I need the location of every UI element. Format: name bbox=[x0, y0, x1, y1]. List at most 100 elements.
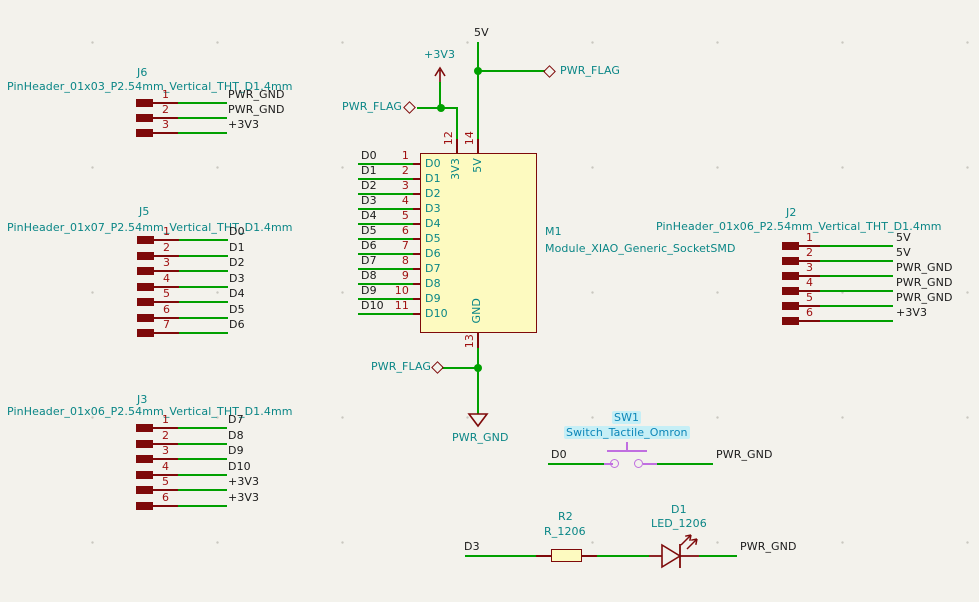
net-label[interactable]: +3V3 bbox=[896, 306, 928, 319]
5v-wire[interactable] bbox=[477, 42, 479, 139]
wire[interactable] bbox=[358, 193, 413, 195]
wire[interactable] bbox=[820, 290, 893, 292]
module-m1-body[interactable] bbox=[420, 153, 537, 333]
pwr-flag-wire[interactable] bbox=[479, 70, 545, 72]
wire[interactable] bbox=[358, 313, 413, 315]
wire[interactable] bbox=[179, 332, 228, 334]
pin-pad[interactable] bbox=[136, 114, 153, 122]
wire[interactable] bbox=[178, 458, 227, 460]
net-label[interactable]: PWR_GND bbox=[716, 448, 773, 461]
net-label[interactable]: D0 bbox=[229, 225, 245, 238]
net-label[interactable]: D6 bbox=[229, 318, 245, 331]
pwr-gnd-symbol-icon[interactable] bbox=[467, 413, 489, 428]
wire[interactable] bbox=[178, 473, 227, 476]
net-label[interactable]: D9 bbox=[228, 444, 244, 457]
pin-pad[interactable] bbox=[782, 242, 799, 250]
5v-net-label[interactable]: 5V bbox=[474, 26, 489, 39]
net-label[interactable]: +3V3 bbox=[228, 490, 260, 504]
wire[interactable] bbox=[179, 285, 228, 288]
m1-reference[interactable]: M1 bbox=[545, 225, 562, 238]
net-label[interactable]: D4 bbox=[361, 209, 377, 222]
pwr-flag-icon[interactable] bbox=[431, 361, 444, 374]
pwr-gnd-label[interactable]: PWR_GND bbox=[452, 431, 509, 444]
wire[interactable] bbox=[820, 320, 893, 322]
pwr-flag-wire[interactable] bbox=[417, 107, 439, 109]
wire[interactable] bbox=[358, 163, 413, 165]
wire[interactable] bbox=[179, 316, 228, 319]
pin-pad[interactable] bbox=[137, 267, 154, 275]
net-label[interactable]: D1 bbox=[361, 164, 377, 177]
pin-pad[interactable] bbox=[782, 287, 799, 295]
wire[interactable] bbox=[820, 260, 893, 262]
wire[interactable] bbox=[178, 489, 227, 491]
pin-pad[interactable] bbox=[782, 317, 799, 325]
net-label[interactable]: D3 bbox=[361, 194, 377, 207]
net-label[interactable]: D4 bbox=[229, 287, 245, 300]
net-label[interactable]: D9 bbox=[361, 284, 377, 297]
pin-pad[interactable] bbox=[136, 99, 153, 107]
net-label[interactable]: PWR_GND bbox=[896, 276, 953, 289]
switch-bar[interactable] bbox=[607, 450, 647, 452]
switch-contact[interactable] bbox=[634, 459, 643, 468]
pin-pad[interactable] bbox=[136, 455, 153, 463]
pin-pad[interactable] bbox=[137, 251, 154, 260]
pwr-flag-icon[interactable] bbox=[403, 101, 416, 114]
net-label[interactable]: PWR_GND bbox=[740, 540, 797, 553]
sw1-value[interactable]: Switch_Tactile_Omron bbox=[564, 426, 690, 439]
pin-pad[interactable] bbox=[782, 302, 799, 310]
resistor-body[interactable] bbox=[551, 549, 582, 562]
3v3-power-arrow-icon[interactable] bbox=[432, 64, 448, 84]
d1-value[interactable]: LED_1206 bbox=[651, 517, 707, 530]
wire[interactable] bbox=[358, 223, 413, 225]
net-label[interactable]: PWR_GND bbox=[896, 291, 953, 304]
net-label[interactable]: 5V bbox=[896, 231, 911, 244]
j6-reference[interactable]: J6 bbox=[137, 66, 148, 79]
net-label[interactable]: D1 bbox=[229, 240, 245, 254]
wire[interactable] bbox=[178, 442, 227, 445]
3v3-wire[interactable] bbox=[439, 82, 441, 109]
pin-pad[interactable] bbox=[782, 272, 799, 280]
pin-pad[interactable] bbox=[136, 129, 153, 137]
net-label[interactable]: D6 bbox=[361, 239, 377, 252]
wire[interactable] bbox=[548, 463, 604, 465]
wire[interactable] bbox=[178, 427, 227, 429]
wire[interactable] bbox=[178, 117, 227, 119]
net-label[interactable]: D7 bbox=[361, 254, 377, 267]
wire[interactable] bbox=[699, 555, 737, 557]
wire[interactable] bbox=[358, 253, 413, 255]
pwr-flag-label[interactable]: PWR_FLAG bbox=[371, 360, 432, 373]
switch-contact[interactable] bbox=[610, 459, 619, 468]
net-label[interactable]: D8 bbox=[361, 269, 377, 282]
net-label[interactable]: 5V bbox=[896, 246, 911, 259]
wire[interactable] bbox=[179, 301, 228, 303]
wire[interactable] bbox=[358, 208, 413, 210]
net-label[interactable]: +3V3 bbox=[228, 475, 260, 488]
pin-pad[interactable] bbox=[136, 501, 153, 510]
wire[interactable] bbox=[820, 305, 893, 307]
net-label[interactable]: D2 bbox=[229, 256, 245, 269]
pwr-flag-label[interactable]: PWR_FLAG bbox=[342, 100, 403, 113]
pwr-flag-label[interactable]: PWR_FLAG bbox=[560, 64, 621, 77]
pin-pad[interactable] bbox=[136, 439, 153, 448]
net-label[interactable]: PWR_GND bbox=[228, 88, 285, 101]
wire[interactable] bbox=[358, 178, 413, 180]
pin-pad[interactable] bbox=[136, 424, 153, 432]
gnd-wire[interactable] bbox=[477, 348, 479, 414]
net-label[interactable]: D2 bbox=[361, 179, 377, 192]
net-label[interactable]: D7 bbox=[228, 413, 244, 426]
j6-part-name[interactable]: PinHeader_01x03_P2.54mm_Vertical_THT_D1.… bbox=[7, 80, 293, 93]
pin-pad[interactable] bbox=[137, 282, 154, 291]
pin-pad[interactable] bbox=[782, 257, 799, 265]
pin-pad[interactable] bbox=[136, 470, 153, 479]
net-label[interactable]: D5 bbox=[229, 302, 245, 316]
net-label[interactable]: D3 bbox=[229, 271, 245, 285]
r2-reference[interactable]: R2 bbox=[558, 510, 573, 523]
3v3-wire-horizontal[interactable] bbox=[439, 107, 458, 109]
net-label[interactable]: D10 bbox=[228, 459, 251, 473]
sw1-reference[interactable]: SW1 bbox=[612, 411, 642, 424]
wire[interactable] bbox=[465, 555, 536, 557]
net-label[interactable]: PWR_GND bbox=[896, 261, 953, 274]
wire[interactable] bbox=[597, 555, 649, 557]
wire[interactable] bbox=[358, 238, 413, 240]
wire[interactable] bbox=[358, 283, 413, 285]
